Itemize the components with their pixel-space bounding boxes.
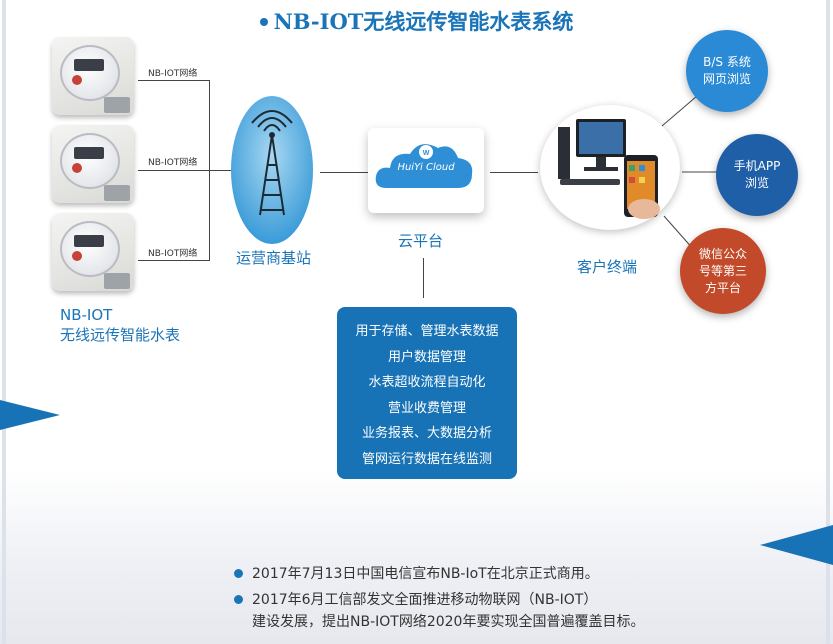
function-item: 水表超收流程自动化 — [368, 375, 486, 390]
water-meter-1 — [52, 37, 134, 115]
bullet-icon — [234, 569, 243, 578]
right-triangle-decoration — [760, 525, 833, 565]
left-triangle-decoration — [0, 400, 60, 430]
wire-1 — [138, 80, 210, 81]
left-border — [2, 0, 6, 644]
bubble-bs-system: B/S 系统 网页浏览 — [686, 30, 768, 112]
water-meter-3 — [52, 213, 134, 291]
wire-3 — [138, 260, 210, 261]
function-item: 用于存储、管理水表数据 — [355, 324, 499, 339]
computer-phone-icon — [558, 119, 660, 219]
network-label-1: NB-IOT网络 — [148, 69, 198, 79]
title-bullet-icon — [259, 17, 268, 26]
svg-text:W: W — [423, 150, 430, 157]
news-list: 2017年7月13日中国电信宣布NB-IoT在北京正式商用。 2017年6月工信… — [232, 563, 792, 637]
water-meter-2 — [52, 125, 134, 203]
network-label-2: NB-IOT网络 — [148, 158, 198, 168]
background-fade — [0, 470, 833, 644]
cloud-functions-box: 用于存储、管理水表数据 用户数据管理 水表超收流程自动化 营业收费管理 业务报表… — [337, 307, 517, 479]
function-item: 用户数据管理 — [387, 349, 466, 365]
news-item: 2017年6月工信部发文全面推进移动物联网（NB-IOT） 建设发展，提出NB-… — [232, 589, 792, 633]
meter-caption: NB-IOT 无线远传智能水表 — [60, 306, 181, 344]
wire-to-tower — [209, 170, 231, 171]
page-title: NB-IOT无线远传智能水表系统 — [0, 6, 833, 36]
news-item: 2017年7月13日中国电信宣布NB-IoT在北京正式商用。 — [232, 563, 792, 585]
client-terminal-circle — [540, 105, 680, 230]
bubble-wechat-platform: 微信公众 号等第三 方平台 — [680, 228, 766, 314]
bubble-mobile-app: 手机APP 浏览 — [716, 134, 798, 216]
link-tower-cloud — [320, 172, 368, 173]
function-item: 业务报表、大数据分析 — [361, 426, 492, 441]
cloud-logo-text: HuiYi Cloud — [397, 162, 455, 173]
base-station-label: 运营商基站 — [236, 249, 312, 267]
right-border — [826, 0, 830, 644]
client-label: 客户终端 — [577, 258, 638, 276]
wire-2 — [138, 170, 210, 171]
base-station-icon — [231, 96, 313, 244]
link-cloud-box — [423, 258, 424, 298]
function-item: 管网运行数据在线监测 — [361, 451, 492, 467]
link-cloud-client — [490, 172, 538, 173]
cloud-platform-box: W — [368, 128, 484, 213]
cloud-icon: W — [375, 144, 473, 188]
function-item: 营业收费管理 — [387, 400, 466, 416]
cloud-label: 云平台 — [398, 232, 444, 250]
bullet-icon — [234, 595, 243, 604]
network-label-3: NB-IOT网络 — [148, 249, 198, 259]
